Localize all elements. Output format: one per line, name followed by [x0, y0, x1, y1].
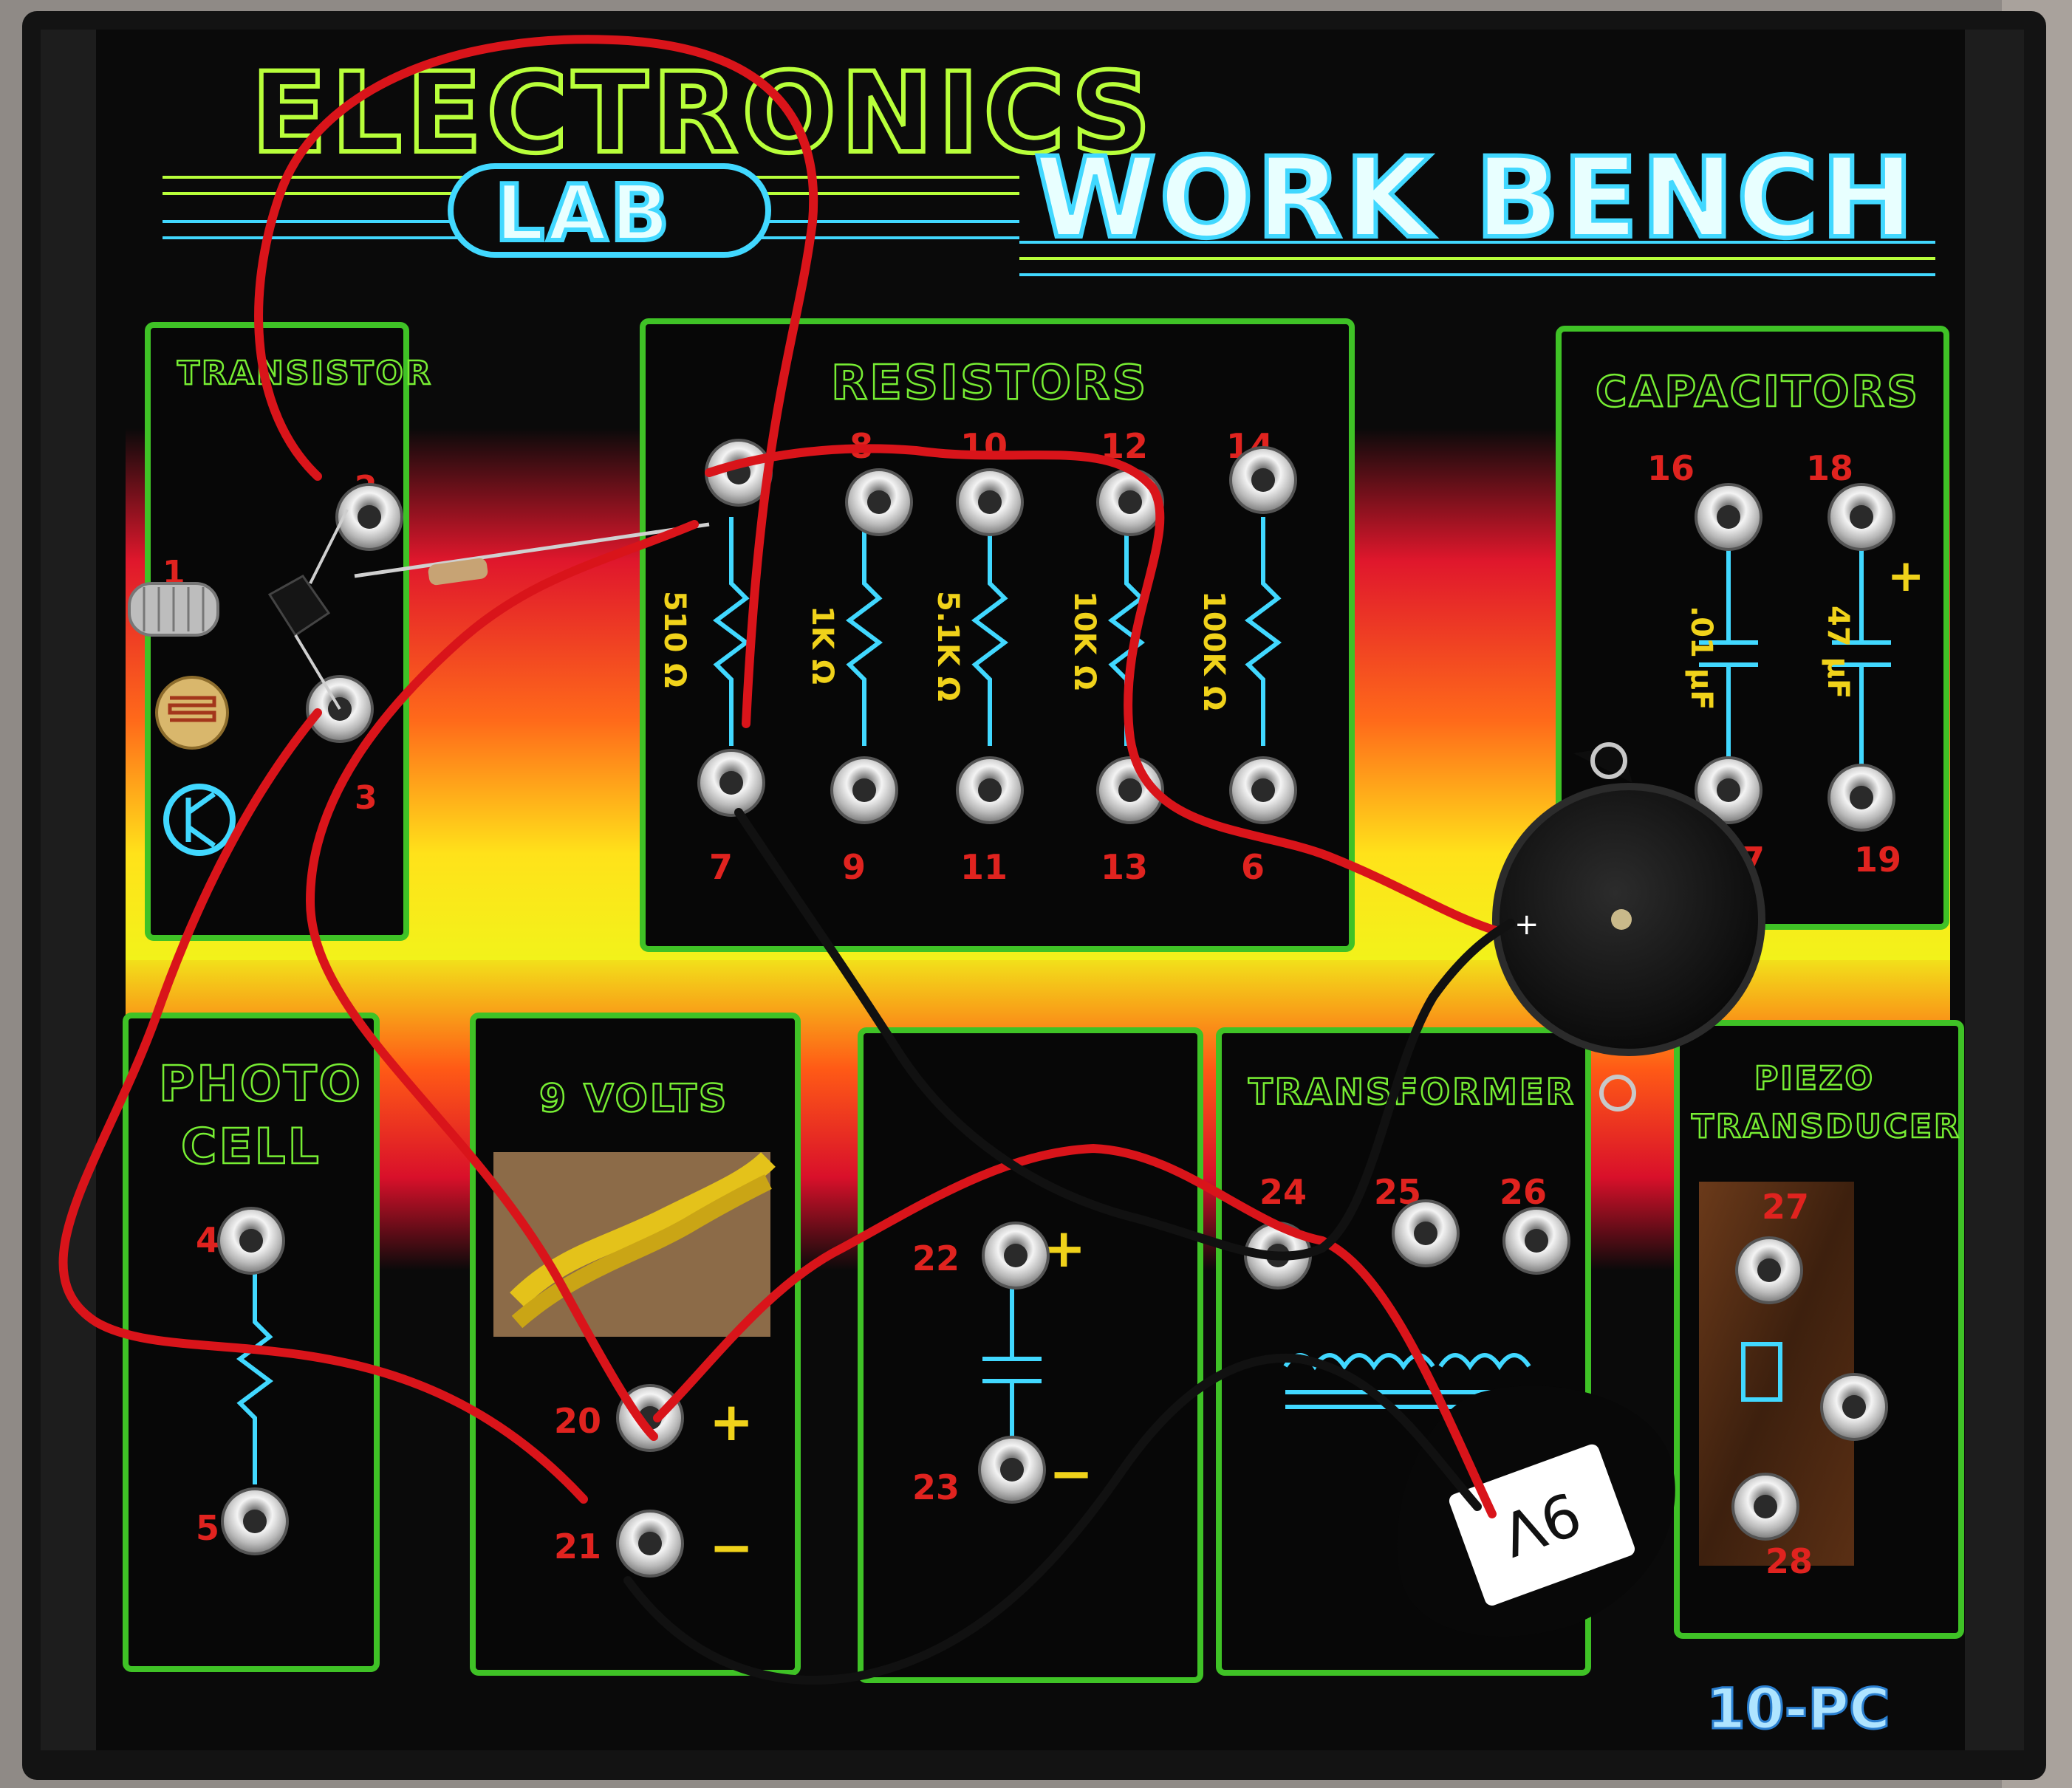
nine-volts-label: 9 VOLTS	[539, 1077, 728, 1121]
transistor-component	[267, 509, 349, 710]
terminal-number-28: 28	[1765, 1541, 1813, 1581]
spring-terminal-hole	[239, 1229, 263, 1253]
spring-terminal-hole	[1754, 1495, 1777, 1518]
terminal-number-7: 7	[709, 847, 733, 887]
photocell-label-line1: PHOTO	[159, 1055, 363, 1112]
spring-terminal-hole	[638, 1532, 662, 1555]
terminal-number-6: 6	[1241, 847, 1265, 887]
terminal-number-16: 16	[1647, 448, 1695, 488]
spring-terminal-hole	[1757, 1258, 1781, 1282]
capacitors-label: CAPACITORS	[1596, 366, 1920, 417]
volts-minus-sign: −	[709, 1516, 753, 1578]
resistors-panel: RESISTORS 8 10 12 14 7 9 11 13 6 510 Ω 1…	[640, 318, 1355, 952]
capacitor-plus-sign: +	[1887, 550, 1924, 602]
transistor-label: TRANSISTOR	[177, 354, 433, 392]
spring-terminal-hole	[1842, 1395, 1866, 1419]
terminal-number-5: 5	[196, 1508, 219, 1548]
spring-terminal-hole	[1251, 778, 1275, 802]
spring-terminal-hole	[978, 778, 1002, 802]
spring-terminal-hole	[1414, 1222, 1437, 1245]
spring-terminal-hole	[1850, 505, 1873, 529]
resistor-value-510: 510 Ω	[657, 591, 691, 688]
terminal-number-4: 4	[196, 1220, 219, 1260]
spring-coil	[128, 582, 219, 637]
terminal-number-24: 24	[1259, 1172, 1307, 1212]
photocell-panel: PHOTO CELL 4 5	[123, 1013, 380, 1672]
cap-minus-sign: −	[1049, 1442, 1093, 1504]
title-electronics: ELECTRONICS	[251, 49, 1155, 178]
capacitor-value-001: .01 µF	[1684, 606, 1718, 710]
spring-terminal-hole	[1004, 1244, 1028, 1267]
wires-red	[58, 35, 1500, 1518]
terminal-number-21: 21	[554, 1527, 601, 1566]
terminal-number-19: 19	[1854, 840, 1901, 880]
resistor-value-5-1k: 5.1K Ω	[931, 591, 965, 702]
spring-terminal-hole	[1000, 1458, 1024, 1482]
title-lab: LAB	[495, 168, 672, 258]
piezo-label-line2: TRANSDUCER	[1692, 1108, 1961, 1145]
resistor-value-10k: 10K Ω	[1067, 591, 1101, 691]
photoresistor-component	[155, 676, 229, 750]
spring-terminal-hole	[978, 490, 1002, 514]
buzzer-plus-mark: +	[1514, 908, 1539, 942]
terminal-number-18: 18	[1806, 448, 1853, 488]
model-number: 10-PC	[1706, 1676, 1890, 1741]
spring-terminal-hole	[867, 490, 891, 514]
terminal-number-3: 3	[355, 779, 377, 817]
photocell-label-line2: CELL	[181, 1118, 321, 1175]
spring-terminal-hole	[852, 778, 876, 802]
piezo-panel: PIEZO TRANSDUCER 27 28	[1674, 1020, 1964, 1639]
terminal-number-26: 26	[1500, 1172, 1547, 1212]
terminal-number-9: 9	[842, 847, 866, 887]
capacitor-value-47: 47 µF	[1821, 606, 1855, 699]
resistor-component	[354, 522, 710, 586]
volts-plus-sign: +	[709, 1391, 753, 1453]
piezo-buzzer: +	[1492, 742, 1765, 1111]
title-work-bench: WORK BENCH	[1034, 134, 1917, 263]
terminal-number-13: 13	[1101, 847, 1148, 887]
resistor-value-1k: 1K Ω	[805, 606, 839, 685]
spring-terminal-hole	[358, 505, 381, 529]
terminal-number-20: 20	[554, 1401, 601, 1441]
resistor-value-100k: 100K Ω	[1197, 591, 1231, 710]
spring-terminal-hole	[719, 771, 743, 795]
spring-terminal-hole	[1717, 778, 1740, 802]
piezo-label-line1: PIEZO	[1754, 1060, 1875, 1097]
transistor-symbol-icon	[163, 784, 236, 856]
cap-plus-sign: +	[1042, 1217, 1086, 1279]
spring-terminal-hole	[1118, 778, 1142, 802]
terminal-number-11: 11	[960, 847, 1008, 887]
wires-black	[623, 808, 1515, 1685]
spring-terminal-hole	[1850, 786, 1873, 809]
transformer-label: TRANSFORMER	[1248, 1072, 1576, 1113]
terminal-number-23: 23	[912, 1467, 960, 1507]
battery-snap: 9V	[1397, 1385, 1675, 1637]
terminal-number-27: 27	[1762, 1187, 1809, 1227]
spring-terminal-hole	[243, 1510, 267, 1533]
title-lab-pill	[448, 163, 771, 258]
nine-volts-panel: 9 VOLTS 20 21 + −	[470, 1013, 801, 1676]
spring-terminal-hole	[1118, 490, 1142, 514]
spring-terminal-hole	[1525, 1229, 1548, 1253]
terminal-number-10: 10	[960, 426, 1008, 466]
resistors-label: RESISTORS	[831, 356, 1148, 411]
terminal-number-22: 22	[912, 1239, 960, 1278]
spring-terminal-hole	[1717, 505, 1740, 529]
spring-terminal-hole	[1251, 468, 1275, 492]
